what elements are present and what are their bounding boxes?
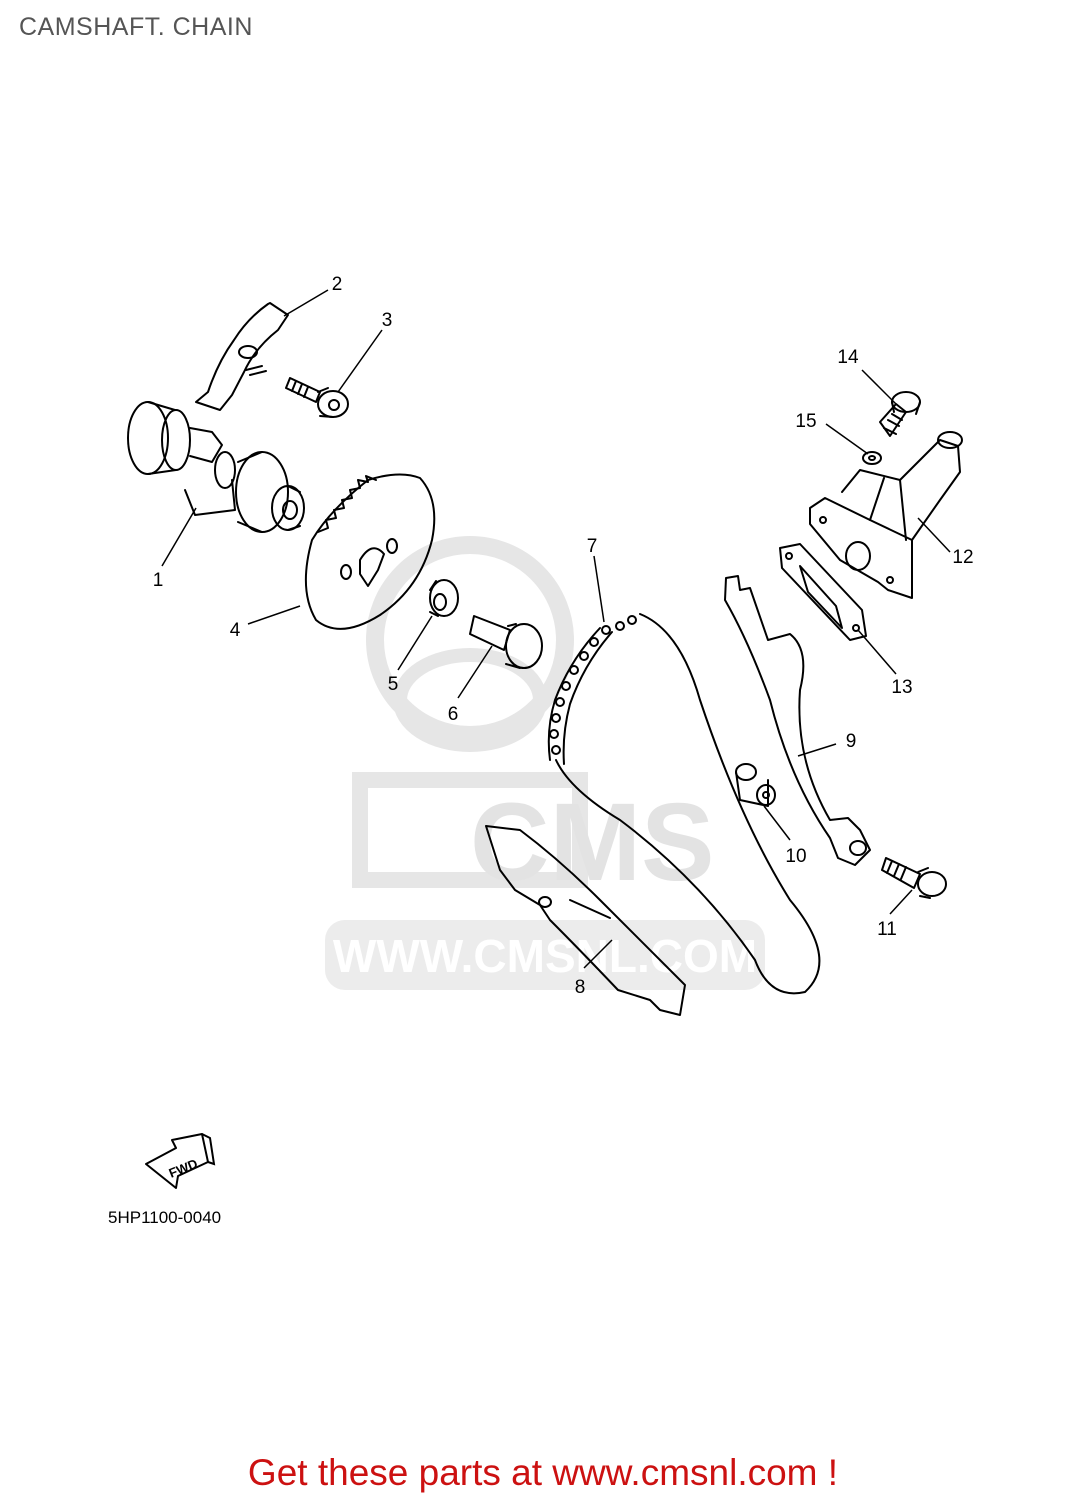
callout-2: 2: [332, 274, 343, 295]
part-13-gasket[interactable]: [779, 543, 867, 641]
callout-11: 11: [877, 919, 897, 940]
page-title: CAMSHAFT. CHAIN: [19, 13, 253, 41]
part-7-chain[interactable]: [547, 613, 821, 995]
callout-15: 15: [795, 411, 816, 432]
part-9-tensioner-guide[interactable]: [724, 575, 871, 866]
part-15-washer[interactable]: [862, 451, 882, 465]
part-11-bolt[interactable]: [881, 857, 947, 899]
part-1-camshaft[interactable]: [127, 401, 305, 533]
callout-numbers: 1 2 3 4 5 6 7 8 9 10 11 12 13 14 15: [153, 274, 974, 998]
callout-6: 6: [448, 704, 459, 725]
part-12-tensioner[interactable]: [809, 431, 963, 599]
cmsnl-watermark: CMS WWW.CMSNL.COM: [325, 536, 765, 990]
callout-9: 9: [846, 731, 857, 752]
part-8-chain-guide[interactable]: [485, 825, 686, 1016]
part-3-bolt[interactable]: [285, 377, 349, 418]
callout-3: 3: [382, 310, 393, 331]
watermark-url-text: WWW.CMSNL.COM: [333, 930, 757, 982]
watermark-logo-text: CMS: [470, 781, 714, 904]
fwd-arrow-icon: FWD: [145, 1133, 216, 1189]
part-6-bolt[interactable]: [469, 615, 543, 669]
callout-1: 1: [153, 570, 164, 591]
fwd-label: FWD: [167, 1156, 200, 1181]
callout-4: 4: [230, 620, 241, 641]
callout-13: 13: [891, 677, 912, 698]
part-14-bolt[interactable]: [879, 391, 921, 437]
callout-5: 5: [388, 674, 399, 695]
leader-lines: [161, 289, 951, 969]
part-2-plate[interactable]: [195, 302, 289, 411]
part-5-washer[interactable]: [429, 579, 459, 617]
part-10-collar[interactable]: [735, 763, 776, 807]
part-4-sprocket[interactable]: [304, 473, 436, 630]
promo-link[interactable]: Get these parts at www.cmsnl.com !: [247, 1452, 839, 1493]
callout-10: 10: [785, 846, 806, 867]
callout-14: 14: [837, 347, 859, 368]
callout-8: 8: [575, 977, 586, 998]
diagram-code: 5HP1100-0040: [108, 1208, 221, 1227]
callout-7: 7: [587, 536, 598, 557]
callout-12: 12: [952, 547, 973, 568]
